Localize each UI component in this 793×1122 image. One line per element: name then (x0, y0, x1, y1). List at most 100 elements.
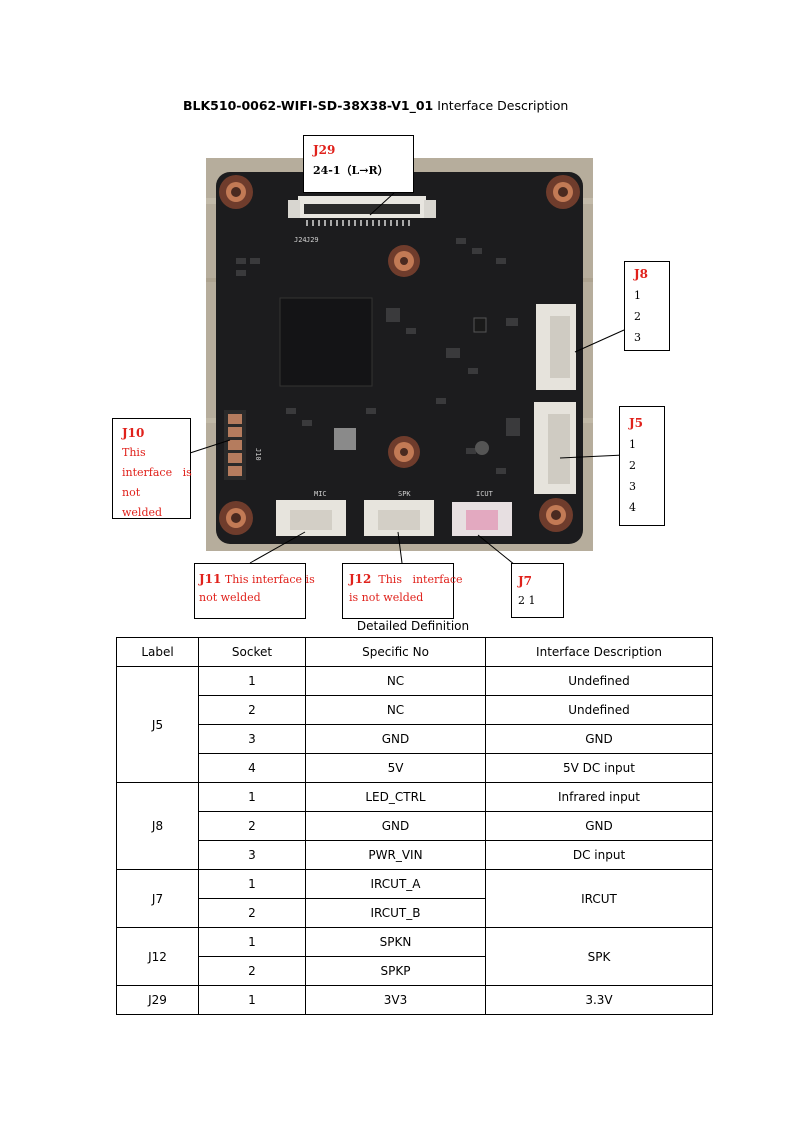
header-socket: Socket (198, 637, 306, 667)
callout-j10-text: not welded (122, 486, 163, 519)
cell-socket: 4 (198, 753, 306, 783)
cell-description: GND (485, 724, 713, 754)
callout-j11-label: J11 (199, 572, 222, 586)
silk-icut: ICUT (476, 490, 494, 498)
header-label: Label (116, 637, 199, 667)
callout-j5: J5 1 2 3 4 (619, 406, 665, 526)
callout-j29-text: 24-1（L→R） (313, 163, 389, 177)
cell-specific-no: NC (305, 666, 486, 696)
cell-specific-no: 3V3 (305, 985, 486, 1015)
table-row: 4 5V 5V DC input (117, 753, 713, 783)
callout-j10-label: J10 (122, 426, 145, 440)
pcb-photo: J24 J29 J10 (206, 158, 593, 551)
table-row: J12 1 SPKN SPK (116, 927, 713, 986)
cell-socket: 2 (198, 695, 306, 725)
cell-socket: 2 (198, 811, 306, 841)
cell-socket: 1 (198, 869, 306, 899)
callout-j10-text: This (122, 446, 146, 459)
silk-j29: J29 (306, 236, 319, 244)
cell-description: Infrared input (485, 782, 713, 812)
table-row: 3 PWR_VIN DC input (117, 840, 713, 870)
table-row: 2 SPKP (117, 956, 713, 986)
callout-j10-text: interface is (122, 466, 192, 479)
cell-description: DC input (485, 840, 713, 870)
callout-j29: J29 24-1（L→R） (303, 135, 414, 193)
table-row: 3 GND GND (117, 724, 713, 754)
cell-socket: 3 (198, 724, 306, 754)
callout-j7-pins: 2 1 (518, 594, 536, 607)
callout-j5-pin: 1 (629, 438, 636, 451)
silk-j24: J24 (294, 236, 307, 244)
callout-j11: J11 This interface is not welded (194, 563, 315, 619)
table-row: J5 1 NC Undefined (116, 666, 713, 783)
cell-description: Undefined (485, 666, 713, 696)
callout-j29-label: J29 (313, 143, 336, 157)
cell-description: Undefined (485, 695, 713, 725)
table-row: J29 1 3V3 3.3V (116, 985, 713, 1015)
cell-description: GND (485, 811, 713, 841)
callout-j11-text: not welded (199, 591, 261, 604)
callout-j12-text: This interface (371, 573, 463, 586)
cell-specific-no: GND (305, 724, 486, 754)
cell-socket: 1 (198, 666, 306, 696)
cell-specific-no: GND (305, 811, 486, 841)
cell-socket: 1 (198, 985, 306, 1015)
cell-description: IRCUT (485, 869, 713, 928)
mounting-holes (219, 175, 580, 535)
table-header-row: Label Socket Specific No Interface Descr… (116, 637, 713, 667)
callout-j8-label: J8 (634, 267, 649, 281)
callout-j8-pin: 2 (634, 310, 641, 323)
table-row: 2 GND GND (117, 811, 713, 841)
callout-j7: J7 2 1 (511, 563, 564, 618)
header-description: Interface Description (485, 637, 713, 667)
cell-specific-no: IRCUT_B (305, 898, 486, 928)
cell-socket: 1 (198, 927, 306, 957)
cell-description: SPK (485, 927, 713, 986)
callout-j12: J12 This interface is not welded (342, 563, 463, 619)
cell-specific-no: LED_CTRL (305, 782, 486, 812)
callout-j5-label: J5 (629, 416, 644, 430)
soc-chip (279, 297, 373, 387)
callout-j12-text: is not welded (349, 591, 424, 604)
definition-table: Label Socket Specific No Interface Descr… (116, 637, 713, 1015)
callout-j5-pin: 3 (629, 480, 636, 493)
cell-label: J8 (116, 782, 199, 870)
silk-spk: SPK (398, 490, 411, 498)
table-row: J7 1 IRCUT_A IRCUT (116, 869, 713, 928)
cell-label: J5 (116, 666, 199, 783)
table-row: J8 1 LED_CTRL Infrared input (116, 782, 713, 870)
cell-specific-no: IRCUT_A (305, 869, 486, 899)
cell-socket: 3 (198, 840, 306, 870)
header-specific-no: Specific No (305, 637, 486, 667)
callout-j10: J10 This interface is not welded (112, 418, 192, 519)
cell-specific-no: SPKP (305, 956, 486, 986)
cell-label: J29 (116, 985, 199, 1015)
leader-lines (189, 192, 625, 566)
callout-j11-text: This interface is (221, 573, 315, 586)
callout-j8-pin: 3 (634, 331, 641, 344)
callout-j5-pin: 2 (629, 459, 636, 472)
board-model: BLK510-0062-WIFI-SD-38X38-V1_01 (183, 98, 434, 113)
pcb-illustration: J24 J29 J10 (206, 158, 593, 551)
cell-specific-no: 5V (305, 753, 486, 783)
cell-socket: 2 (198, 898, 306, 928)
table-row: 2 NC Undefined (117, 695, 713, 725)
pcb-board (216, 172, 583, 544)
cell-socket: 2 (198, 956, 306, 986)
cell-description: 5V DC input (485, 753, 713, 783)
cell-label: J7 (116, 869, 199, 928)
callout-j8-pin: 1 (634, 289, 641, 302)
silk-j10: J10 (254, 448, 262, 461)
table-row: 2 IRCUT_B (117, 898, 713, 928)
callout-j7-label: J7 (518, 574, 533, 588)
silk-mic: MIC (314, 490, 327, 498)
callout-j8: J8 1 2 3 (624, 261, 670, 351)
cell-description: 3.3V (485, 985, 713, 1015)
page-title: BLK510-0062-WIFI-SD-38X38-V1_01 Interfac… (183, 98, 568, 113)
cell-specific-no: PWR_VIN (305, 840, 486, 870)
title-suffix: Interface Description (433, 98, 569, 113)
cell-specific-no: NC (305, 695, 486, 725)
cell-label: J12 (116, 927, 199, 986)
callout-j12-label: J12 (349, 572, 372, 586)
table-caption: Detailed Definition (356, 619, 470, 633)
